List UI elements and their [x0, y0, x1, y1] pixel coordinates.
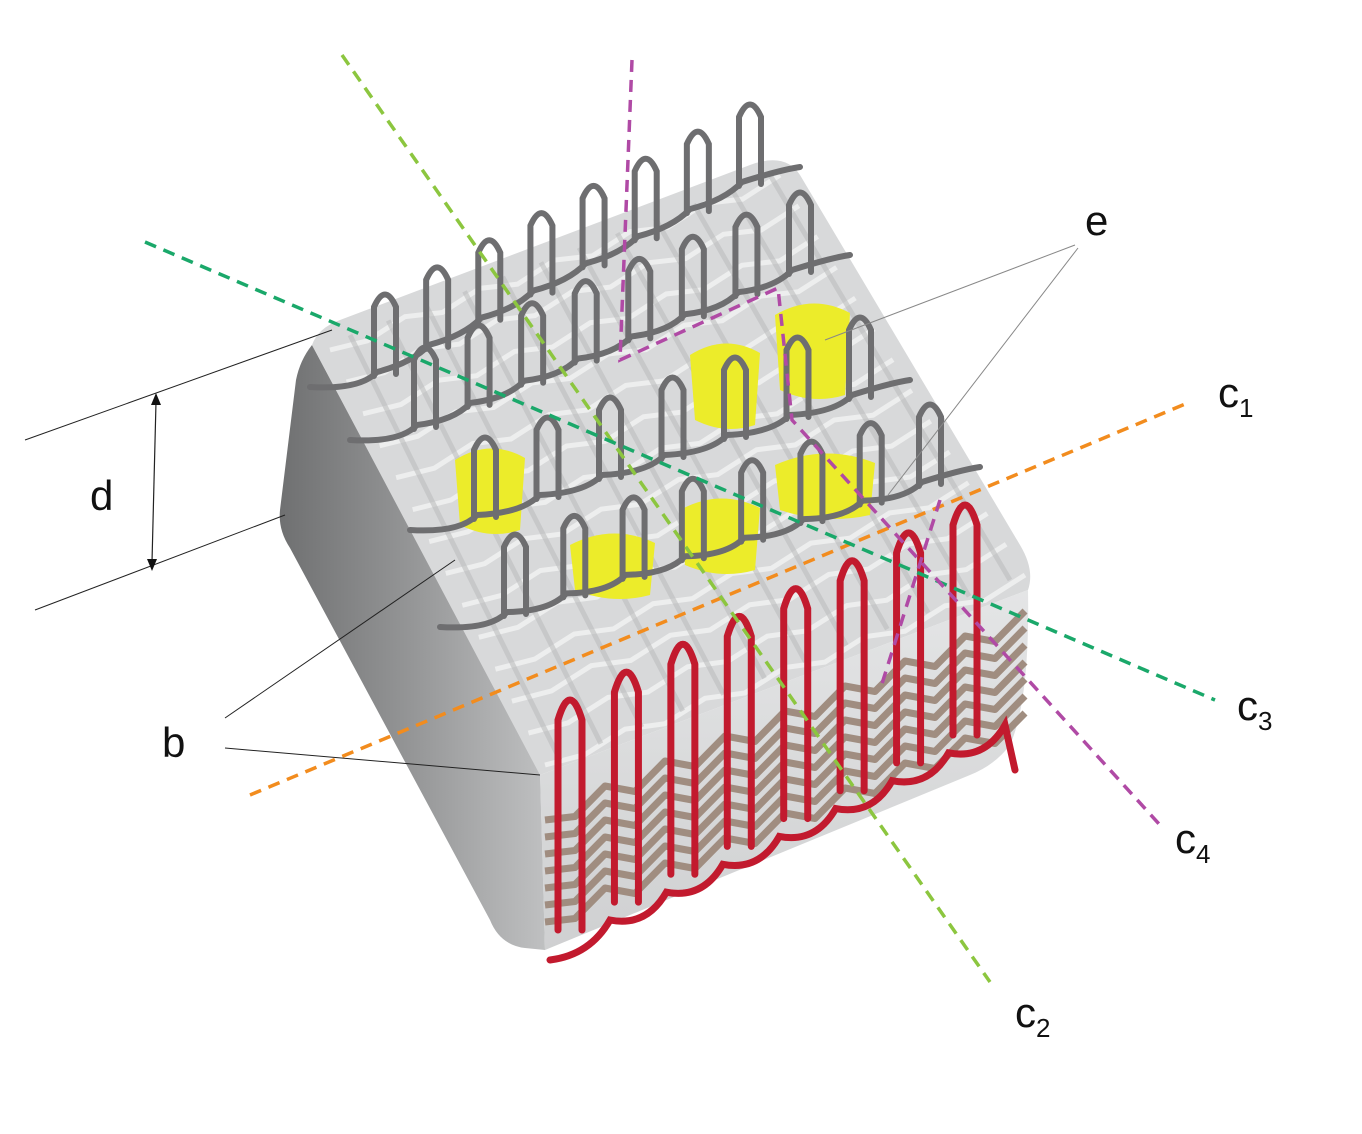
- yellow-patch: [775, 303, 850, 399]
- block-side-face: [279, 345, 545, 950]
- gray-loop: [560, 513, 589, 601]
- label-c3: c3: [1237, 682, 1273, 736]
- d-leader-top: [24, 329, 333, 441]
- label-c2: c2: [1015, 989, 1051, 1043]
- yellow-patch: [570, 533, 655, 599]
- gray-loop: [533, 414, 562, 502]
- label-c4: c4: [1175, 815, 1211, 869]
- label-e: e: [1085, 197, 1109, 244]
- gray-loop: [471, 434, 499, 522]
- e-leader-1: [824, 244, 1076, 341]
- warp-strand: [462, 290, 685, 713]
- gray-loop: [786, 189, 814, 277]
- gray-loop: [678, 475, 707, 564]
- warp-strand: [347, 333, 563, 762]
- warp-strand: [500, 275, 726, 696]
- gray-loop: [596, 394, 624, 482]
- gray-loop: [736, 101, 764, 189]
- arrowhead-down-icon: [147, 559, 157, 571]
- label-c4-base: c: [1175, 815, 1196, 862]
- red-loop: [780, 585, 812, 823]
- gray-loop: [738, 457, 767, 545]
- gray-loop: [846, 314, 874, 402]
- d-dimension-arrow: [151, 401, 157, 563]
- label-c3-base: c: [1237, 682, 1258, 729]
- cutting-lines: [144, 53, 1216, 984]
- label-c1-base: c: [1218, 369, 1239, 416]
- gray-loop: [721, 354, 749, 442]
- red-loop: [610, 668, 642, 906]
- gray-loop: [797, 438, 826, 527]
- gray-loop: [423, 264, 452, 352]
- leader-lines: [24, 244, 1079, 776]
- warp-strand: [615, 231, 849, 647]
- red-base-strand: [546, 715, 1019, 964]
- gray-base-strand: [307, 164, 803, 391]
- label-c3-sub: 3: [1258, 706, 1273, 736]
- gray-loop: [658, 374, 687, 462]
- label-c1: c1: [1218, 369, 1254, 423]
- gray-loop: [571, 278, 600, 366]
- top-gray-loops: [307, 101, 983, 631]
- gray-loop: [732, 211, 761, 300]
- gray-loop: [678, 233, 707, 322]
- gray-loop: [518, 300, 547, 388]
- warp-strand: [538, 261, 767, 680]
- gray-loop: [783, 334, 812, 422]
- label-b: b: [162, 719, 186, 766]
- c4-cut-line-branch: [878, 499, 942, 691]
- e-leader-2: [887, 247, 1079, 496]
- front-red-loops: [544, 501, 1028, 964]
- b-leader-2: [224, 747, 541, 776]
- red-loop: [893, 529, 925, 767]
- gray-loop: [625, 256, 654, 344]
- b-leader-1: [224, 559, 456, 719]
- label-c2-base: c: [1015, 989, 1036, 1036]
- gray-loop: [527, 210, 556, 298]
- gray-loop: [683, 128, 712, 217]
- label-c1-sub: 1: [1239, 393, 1254, 423]
- gray-loop: [619, 494, 648, 582]
- gray-loop: [411, 344, 439, 432]
- gray-loop: [579, 183, 608, 271]
- c4-cut-line: [618, 59, 1162, 827]
- gray-loop: [916, 401, 944, 489]
- label-d: d: [90, 472, 114, 519]
- label-c4-sub: 4: [1196, 839, 1211, 869]
- red-loop: [949, 501, 981, 739]
- c3-cut-line: [144, 240, 1216, 702]
- c2-cut-line: [340, 53, 992, 984]
- gray-base-strand: [437, 464, 983, 631]
- red-loop: [836, 557, 868, 795]
- red-loop: [667, 640, 699, 878]
- gray-loop: [371, 291, 399, 379]
- arrowhead-up-icon: [151, 393, 161, 405]
- gray-loop: [501, 531, 529, 619]
- label-c2-sub: 2: [1036, 1013, 1051, 1043]
- gray-base-strand: [347, 252, 853, 444]
- d-leader-bottom: [34, 514, 286, 611]
- gray-loop: [631, 155, 660, 244]
- red-loop: [554, 696, 586, 934]
- gray-loop: [464, 322, 493, 410]
- weft-strand: [511, 511, 989, 704]
- red-loop: [723, 612, 755, 850]
- gray-loop: [856, 420, 885, 508]
